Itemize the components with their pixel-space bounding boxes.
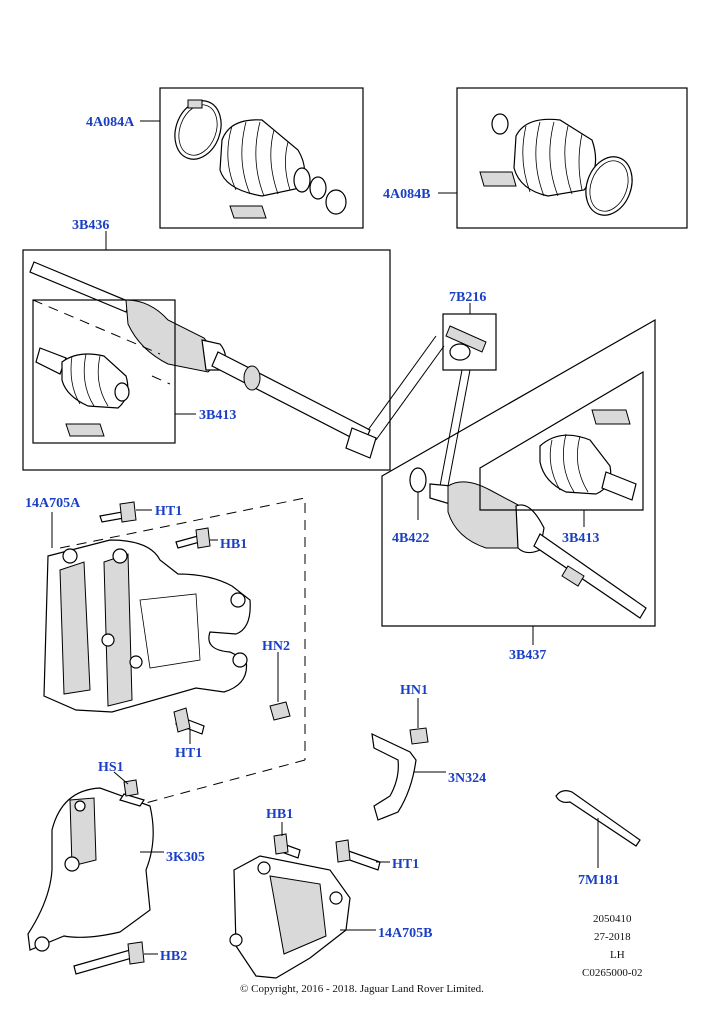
callout-HS1[interactable]: HS1 (98, 760, 124, 775)
bracket-b-hole-2 (257, 861, 271, 875)
boot-clamp-large (174, 100, 222, 160)
boot-small-end-a (293, 167, 311, 193)
copyright-notice: © Copyright, 2016 - 2018. Jaguar Land Ro… (240, 983, 484, 995)
grease-tube (445, 325, 487, 353)
bracket-b-group: HB1 HT1 14A705B (229, 807, 432, 979)
callout-HT1-lower[interactable]: HT1 (392, 857, 419, 872)
callout-3N324[interactable]: 3N324 (448, 771, 486, 786)
grease-seal (449, 343, 471, 361)
grease-group: 7B216 (439, 290, 497, 487)
shaft-bar (211, 351, 371, 445)
callout-7B216[interactable]: 7B216 (449, 290, 486, 305)
bracket-a-group: 14A705A HT1 HB1 HN2 HT1 (25, 496, 306, 805)
callout-HB2[interactable]: HB2 (160, 949, 187, 964)
bracket-a-hole-4 (232, 652, 248, 668)
boot-clamp-large-b (585, 156, 633, 216)
callout-3B437[interactable]: 3B437 (509, 648, 546, 663)
cable-tie-group: 7M181 (555, 790, 641, 888)
halfshaft-left-frame (22, 249, 391, 471)
bracket-a-hole-2 (112, 548, 128, 564)
grease-sachet-b (479, 171, 517, 187)
grease-sachet-d (591, 409, 631, 425)
callout-HN1[interactable]: HN1 (400, 683, 428, 698)
grease-sachet-a (229, 205, 267, 219)
inner-joint-right-frame (479, 370, 644, 511)
bracket-a-hole-6 (129, 655, 143, 669)
callout-HT1-top[interactable]: HT1 (155, 504, 182, 519)
callout-3B413-left[interactable]: 3B413 (199, 408, 236, 423)
callout-HB1-top[interactable]: HB1 (220, 537, 247, 552)
bracket-a-hole-3 (230, 592, 246, 608)
cv-boot-b (513, 118, 597, 197)
damper-ring (243, 365, 261, 391)
halfshaft-right-group: 4B422 3B437 3B413 (381, 318, 656, 663)
callout-14A705B[interactable]: 14A705B (378, 926, 432, 941)
shaft-spline-outer (29, 261, 131, 313)
drawing-metadata: 2050410 27-2018 LH C0265000-02 © Copyrig… (240, 913, 643, 995)
stud-hs1 (119, 793, 145, 807)
nut-hn2 (269, 701, 291, 721)
boot-kit-b-group: 4A084B (383, 87, 688, 229)
bracket-a-rib-1 (59, 561, 91, 695)
shaft-spline-inner (345, 427, 377, 459)
boot-kit-a-frame (159, 87, 364, 229)
outer-cv-joint-housing (125, 299, 215, 373)
halfshaft-right-frame (381, 318, 656, 627)
support-bracket-rib (69, 797, 97, 867)
callout-HN2[interactable]: HN2 (262, 639, 290, 654)
bracket-b-pocket (269, 875, 327, 955)
shaft-bar-right (533, 533, 647, 619)
grease-sachet-c (65, 423, 105, 437)
callout-7M181[interactable]: 7M181 (578, 873, 619, 888)
support-bracket-group: HS1 3K305 HB2 (27, 760, 205, 975)
heat-shield-group: HN1 3N324 (371, 683, 486, 821)
inner-joint-spline (35, 347, 67, 375)
callout-3B436[interactable]: 3B436 (72, 218, 109, 233)
nut-hn1 (409, 727, 429, 745)
drawing-date: 27-2018 (594, 931, 631, 943)
inner-joint-clamp (114, 382, 130, 402)
bracket-a-body (43, 539, 251, 713)
inner-joint-spline-right (601, 471, 637, 501)
callout-14A705A[interactable]: 14A705A (25, 496, 81, 511)
circlip-b (409, 467, 427, 493)
damper-right (561, 565, 585, 587)
inner-joint-left-frame (32, 299, 176, 444)
bolt-hb2 (73, 949, 133, 975)
heat-shield-body (371, 732, 417, 821)
callout-3B413-right[interactable]: 3B413 (562, 531, 599, 546)
bracket-a-rib-2 (103, 553, 133, 707)
support-hole-2 (64, 856, 80, 872)
support-hole-3 (34, 936, 50, 952)
bracket-a-hole-1 (62, 548, 78, 564)
cv-boot-a (219, 119, 306, 197)
bracket-b-hole-1 (229, 933, 243, 947)
halfshaft-left-group: 3B436 3B413 (22, 218, 445, 471)
circlip-a (325, 189, 347, 215)
drawing-code: 2050410 (593, 913, 632, 925)
boot-clamp-small-b (491, 113, 509, 135)
callout-HB1-lower[interactable]: HB1 (266, 807, 293, 822)
bracket-b-hole-3 (329, 891, 343, 905)
drawing-ref: C0265000-02 (582, 967, 643, 979)
callout-4B422[interactable]: 4B422 (392, 531, 429, 546)
boot-kit-a-group: 4A084A (86, 87, 364, 229)
callout-3K305[interactable]: 3K305 (166, 850, 205, 865)
bolt-ht1-top (99, 511, 125, 523)
callout-4A084B[interactable]: 4A084B (383, 187, 430, 202)
drawing-side: LH (610, 949, 625, 961)
bracket-a-hole-5 (101, 633, 115, 647)
support-bracket-body (27, 787, 154, 951)
clamp-buckle (187, 99, 203, 109)
callout-4A084A[interactable]: 4A084A (86, 115, 135, 130)
callout-HT1-mid[interactable]: HT1 (175, 746, 202, 761)
support-hole-1 (74, 800, 86, 812)
boot-kit-b-frame (456, 87, 688, 229)
boot-clamp-small-a (309, 176, 327, 200)
